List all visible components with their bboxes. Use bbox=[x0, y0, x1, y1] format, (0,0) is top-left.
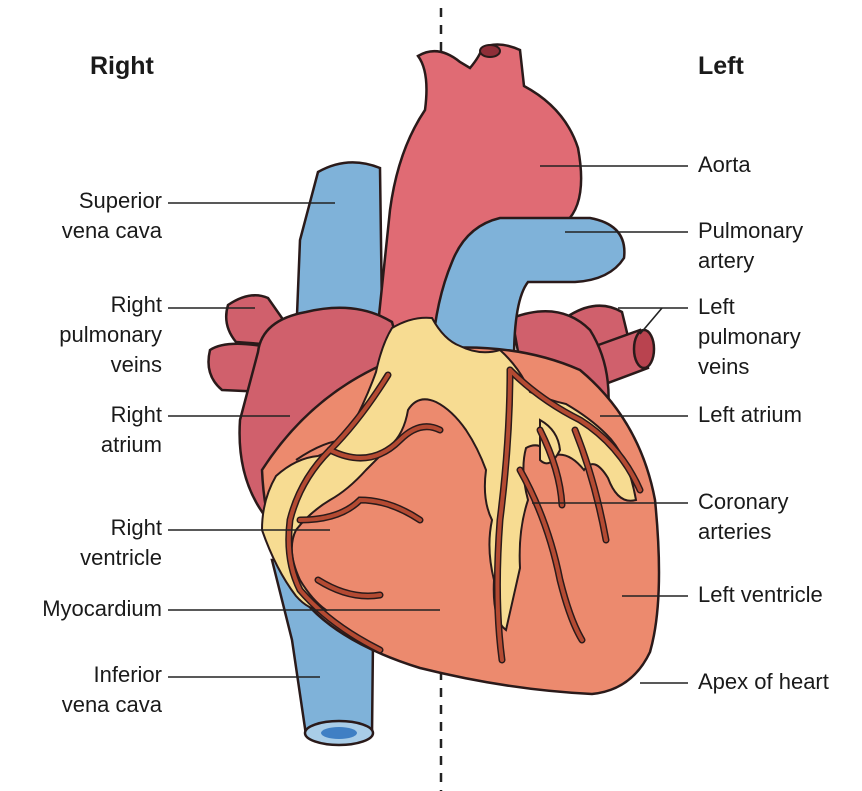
label-aorta: Aorta bbox=[698, 150, 751, 180]
label-apex-of-heart: Apex of heart bbox=[698, 667, 829, 697]
label-myocardium: Myocardium bbox=[42, 594, 162, 624]
label-left-ventricle: Left ventricle bbox=[698, 580, 823, 610]
leader-left-pulmonary-veins-b bbox=[640, 308, 662, 334]
left-side-heading: Left bbox=[698, 52, 744, 81]
label-left-atrium: Left atrium bbox=[698, 400, 802, 430]
right-side-heading: Right bbox=[90, 52, 154, 81]
aortic-branch-opening-icon bbox=[480, 45, 500, 57]
